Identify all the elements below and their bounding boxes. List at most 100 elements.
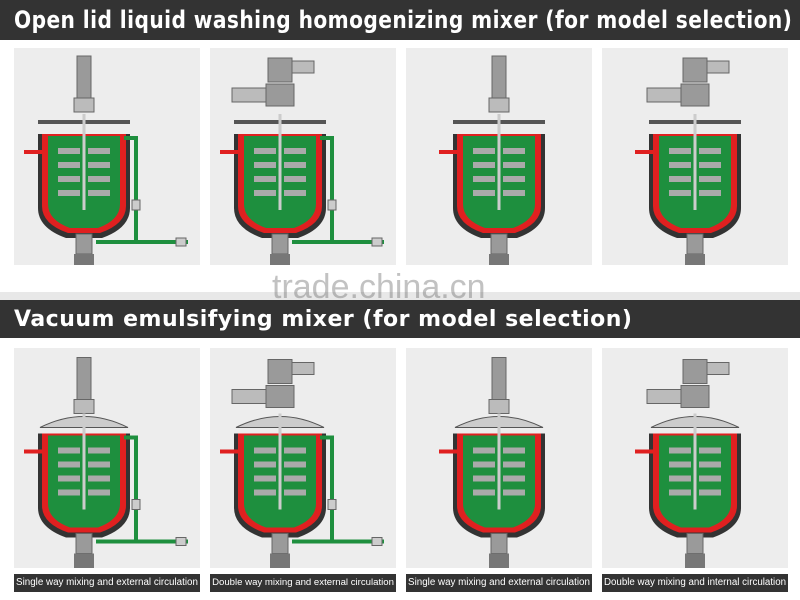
gearbox: [265, 83, 295, 107]
motor-icon: [291, 60, 315, 74]
paddle: [58, 162, 80, 168]
paddle: [88, 162, 110, 168]
motor-icon: [76, 357, 92, 400]
paddle: [58, 489, 80, 496]
jacket-inlet: [24, 449, 42, 454]
paddle: [669, 190, 691, 196]
paddle: [284, 475, 306, 482]
paddle: [669, 447, 691, 454]
paddle: [284, 461, 306, 468]
paddle: [669, 148, 691, 154]
homogenizer: [75, 533, 93, 554]
paddle: [284, 162, 306, 168]
mixer-illustration: [24, 55, 188, 265]
paddle: [699, 475, 721, 482]
paddle: [254, 461, 276, 468]
gearbox: [682, 359, 708, 384]
mixer-diagram-6: [210, 348, 396, 568]
section-title-open-lid: Open lid liquid washing homogenizing mix…: [14, 6, 793, 34]
paddle: [88, 461, 110, 468]
paddle: [503, 176, 525, 182]
paddle: [284, 489, 306, 496]
paddle: [503, 447, 525, 454]
paddle: [88, 190, 110, 196]
homogenizer-motor: [489, 254, 509, 265]
jacket-inlet: [635, 449, 653, 454]
paddle: [254, 489, 276, 496]
paddle: [88, 148, 110, 154]
paddle: [58, 176, 80, 182]
paddle: [58, 148, 80, 154]
paddle: [88, 475, 110, 482]
motor-icon: [231, 87, 267, 103]
paddle: [473, 475, 495, 482]
valve: [175, 537, 187, 546]
valve: [371, 237, 383, 247]
caption-3: Single way mixing and external circulati…: [406, 574, 592, 592]
mixer-illustration: [24, 357, 188, 568]
section-header-open-lid: Open lid liquid washing homogenizing mix…: [0, 0, 800, 40]
valve: [175, 237, 187, 247]
paddle: [254, 148, 276, 154]
mixer-diagram-7: [406, 348, 592, 568]
gearbox: [680, 83, 710, 107]
paddle: [503, 475, 525, 482]
paddle: [503, 461, 525, 468]
paddle: [254, 162, 276, 168]
paddle: [473, 176, 495, 182]
motor-icon: [706, 362, 730, 375]
paddle: [58, 190, 80, 196]
caption-1: Single way mixing and external circulati…: [14, 574, 200, 592]
agitator-shaft: [82, 413, 86, 510]
homogenizer: [490, 233, 508, 255]
paddle: [284, 148, 306, 154]
paddle: [669, 162, 691, 168]
paddle: [503, 489, 525, 496]
paddle: [699, 190, 721, 196]
paddle: [503, 190, 525, 196]
paddle: [699, 447, 721, 454]
gearbox: [267, 57, 293, 83]
coupling: [73, 399, 95, 414]
mixer-diagram-5: [14, 348, 200, 568]
paddle: [699, 162, 721, 168]
caption-4: Double way mixing and internal circulati…: [602, 574, 788, 592]
gearbox: [682, 57, 708, 83]
paddle: [88, 176, 110, 182]
valve: [131, 199, 141, 211]
mixer-diagram-4: [602, 48, 788, 265]
mixer-illustration: [439, 357, 545, 568]
homogenizer: [75, 233, 93, 255]
watermark: trade.china.cn: [272, 268, 486, 306]
mixer-illustration: [220, 359, 384, 568]
mixer-illustration: [635, 57, 741, 265]
jacket-inlet: [439, 449, 457, 454]
jacket-inlet: [220, 449, 238, 454]
coupling: [488, 97, 510, 113]
coupling: [488, 399, 510, 414]
homogenizer: [490, 533, 508, 554]
paddle: [669, 489, 691, 496]
motor-icon: [646, 87, 682, 103]
paddle: [284, 447, 306, 454]
homogenizer: [271, 233, 289, 255]
mixer-illustration: [439, 55, 545, 265]
agitator-shaft: [497, 413, 501, 510]
jacket-inlet: [220, 150, 238, 154]
mixer-diagram-3: [406, 48, 592, 265]
paddle: [58, 447, 80, 454]
mixer-diagram-8: [602, 348, 788, 568]
paddle: [473, 489, 495, 496]
paddle: [699, 176, 721, 182]
gearbox: [267, 359, 293, 384]
paddle: [669, 461, 691, 468]
agitator-shaft: [497, 114, 501, 210]
paddle: [473, 148, 495, 154]
mixer-diagram-2: [210, 48, 396, 265]
mixer-diagram-1: [14, 48, 200, 265]
paddle: [503, 162, 525, 168]
paddle: [254, 176, 276, 182]
caption-2: Double way mixing and external circulati…: [210, 574, 396, 592]
homogenizer-motor: [270, 553, 290, 568]
paddle: [254, 447, 276, 454]
